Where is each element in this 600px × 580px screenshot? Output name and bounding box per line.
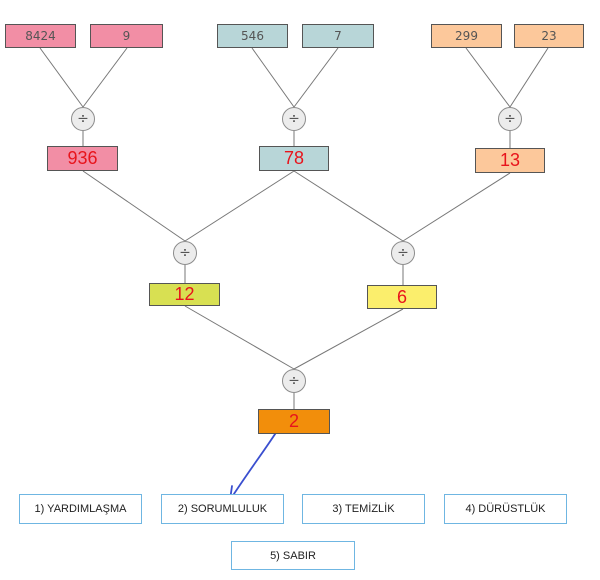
leaf-box-right-b: 23 [514, 24, 584, 48]
leaf-box-middle-a: 546 [217, 24, 288, 48]
connector-line [39, 47, 84, 108]
final-result-box: 2 [258, 409, 330, 434]
result-box-13: 13 [475, 148, 545, 173]
connector-line [82, 170, 186, 242]
connector-line [82, 47, 128, 108]
divide-operator-icon: ÷ [173, 241, 197, 265]
divide-operator-icon: ÷ [498, 107, 522, 131]
connector-line [293, 170, 404, 242]
option-1[interactable]: 1) YARDIMLAŞMA [19, 494, 142, 524]
leaf-box-left-a: 8424 [5, 24, 76, 48]
option-4[interactable]: 4) DÜRÜSTLÜK [444, 494, 567, 524]
connector-line [509, 47, 549, 108]
connector-line [402, 172, 511, 242]
divide-operator-icon: ÷ [71, 107, 95, 131]
result-box-12: 12 [149, 283, 220, 306]
option-5[interactable]: 5) SABIR [231, 541, 355, 570]
handwritten-arrow [229, 427, 280, 501]
connector-line [251, 47, 295, 108]
divide-operator-icon: ÷ [282, 369, 306, 393]
leaf-box-left-b: 9 [90, 24, 163, 48]
result-box-936: 936 [47, 146, 118, 171]
connector-line [184, 170, 295, 242]
result-box-78: 78 [259, 146, 329, 171]
connector-line [293, 308, 404, 370]
connector-line [293, 47, 339, 108]
connector-line [184, 305, 295, 370]
result-box-6: 6 [367, 285, 437, 309]
leaf-box-right-a: 299 [431, 24, 502, 48]
leaf-box-middle-b: 7 [302, 24, 374, 48]
option-3[interactable]: 3) TEMİZLİK [302, 494, 425, 524]
option-2[interactable]: 2) SORUMLULUK [161, 494, 284, 524]
divide-operator-icon: ÷ [391, 241, 415, 265]
divide-operator-icon: ÷ [282, 107, 306, 131]
connector-line [465, 47, 511, 108]
